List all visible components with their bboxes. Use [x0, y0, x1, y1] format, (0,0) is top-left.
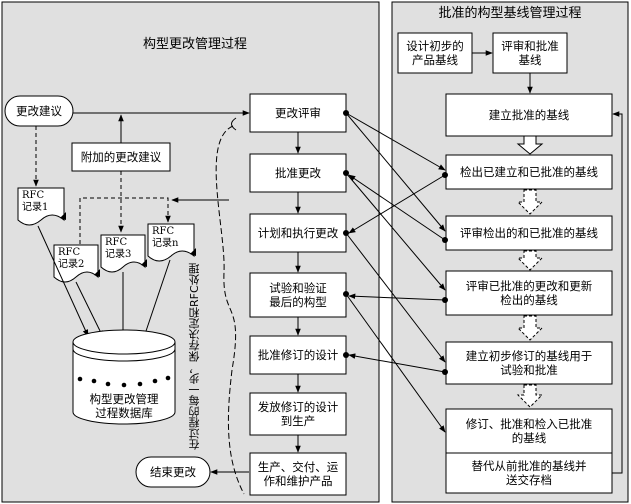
rstep-label-1: 检出已建立和已批准的基线 — [460, 165, 598, 179]
left-panel-title: 构型更改管理过程 — [142, 37, 247, 52]
rstep-label-6: 替代从前批准的基线并送交存档 — [471, 459, 587, 487]
step-box-1 — [249, 93, 347, 133]
initial-baseline-label: 设计初步的产品基线 — [406, 39, 464, 67]
step-label-3: 计划和执行更改 — [257, 226, 339, 240]
review-approve-baseline-label: 评审和批准基线 — [501, 39, 559, 67]
establish-baseline-box — [445, 93, 613, 137]
rstep-label-4: 建立初步修订的基线用于试验和批准 — [465, 349, 593, 377]
step-label-6: 发放修订的设计到生产 — [257, 400, 339, 428]
step-label-2: 批准更改 — [275, 166, 321, 180]
end-change-label: 结束更改 — [150, 465, 196, 479]
side-note: 在过程的每一步，保存决定和RFC处理 — [188, 263, 201, 450]
step-label-5: 批准修订的设计 — [257, 348, 339, 362]
end-change-box — [135, 456, 211, 488]
initial-baseline-box — [397, 32, 473, 74]
rstep-box-1 — [445, 154, 613, 190]
step-box-4 — [249, 272, 347, 318]
establish-baseline-label: 建立批准的基线 — [488, 108, 570, 122]
step-box-6 — [249, 392, 347, 436]
rstep-box-3 — [445, 270, 613, 316]
additional-proposal-box — [71, 142, 171, 172]
additional-proposal-label: 附加的更改建议 — [80, 150, 162, 164]
database-label: 构型更改管理过程数据库 — [89, 392, 159, 420]
rstep-box-2 — [445, 215, 613, 251]
rstep-label-3: 评审已批准的更改和更新检出的基线 — [465, 279, 593, 307]
rstep-box-5 — [445, 408, 613, 454]
right-panel-title: 批准的构型基线管理过程 — [438, 6, 582, 21]
step-label-4: 试验和验证最后的构型 — [269, 281, 327, 309]
step-box-7 — [249, 452, 347, 496]
rstep-box-4 — [445, 341, 613, 385]
step-label-7: 生产、交付、运作和维护产品 — [257, 460, 339, 488]
rstep-box-6 — [445, 452, 613, 494]
change-proposal-box — [4, 95, 74, 127]
change-proposal-label: 更改建议 — [16, 104, 62, 118]
step-label-1: 更改评审 — [275, 106, 321, 120]
rstep-label-5: 修订、批准和检入已批准的基线 — [465, 417, 593, 445]
rstep-label-2: 评审检出的和已批准的基线 — [460, 226, 598, 240]
